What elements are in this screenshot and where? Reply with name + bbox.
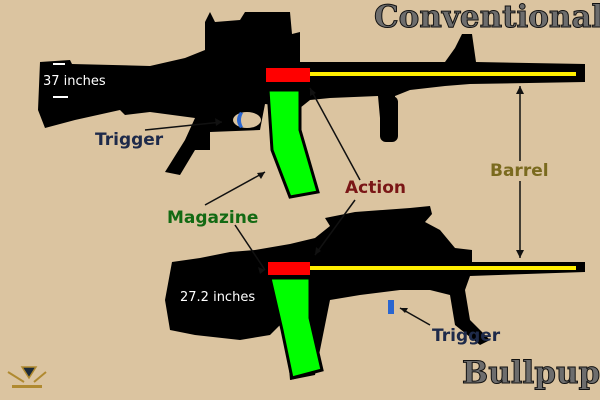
- trigger-label-top: Trigger: [95, 130, 164, 150]
- watermark-logo: [7, 366, 47, 388]
- magazine-top: [266, 88, 320, 199]
- trigger-bottom: [388, 300, 394, 314]
- conventional-length: 37 inches: [43, 74, 106, 89]
- barrel-bottom: [310, 266, 576, 270]
- trigger-label-bottom: Trigger: [432, 326, 501, 346]
- bullpup-rifle-silhouette: [165, 206, 585, 380]
- callout-arrows: [144, 86, 521, 326]
- trigger-top: [237, 112, 243, 128]
- action-label: Action: [345, 178, 406, 198]
- dimension-mark: [53, 96, 68, 98]
- bullpup-title: Bullpup: [461, 355, 600, 392]
- bullpup-length: 27.2 inches: [180, 290, 256, 305]
- barrel-top: [310, 72, 576, 76]
- magazine-label: Magazine: [167, 208, 259, 228]
- action-bottom: [268, 262, 310, 275]
- dimension-mark: [53, 63, 65, 65]
- action-top: [266, 68, 310, 82]
- conventional-title: Conventional: [373, 0, 600, 36]
- magazine-bottom: [268, 276, 324, 380]
- barrel-label: Barrel: [488, 161, 551, 181]
